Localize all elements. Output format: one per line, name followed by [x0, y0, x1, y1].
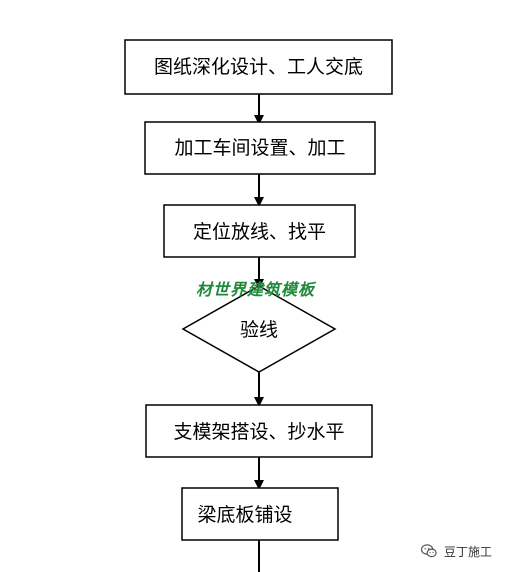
flow-step-5-label: 支模架搭设、抄水平: [173, 421, 344, 443]
wechat-icon: [420, 544, 437, 558]
flow-decision-label: 验线: [240, 319, 278, 341]
flow-step-1-label: 图纸深化设计、工人交底: [154, 56, 363, 78]
flow-step-2: 加工车间设置、加工: [144, 121, 376, 175]
flow-step-3: 定位放线、找平: [163, 204, 356, 258]
watermark-text: 材世界建筑模板: [196, 280, 316, 299]
flow-step-1: 图纸深化设计、工人交底: [124, 39, 393, 95]
flow-step-2-label: 加工车间设置、加工: [174, 137, 345, 159]
flow-step-5: 支模架搭设、抄水平: [145, 404, 373, 458]
brand-name: 豆丁施工: [444, 544, 493, 559]
flow-step-6-label: 梁底板铺设: [197, 504, 292, 526]
flow-step-6: 梁底板铺设: [181, 487, 339, 541]
brand-badge: 豆丁施工: [420, 542, 492, 560]
flow-step-3-label: 定位放线、找平: [193, 221, 326, 243]
